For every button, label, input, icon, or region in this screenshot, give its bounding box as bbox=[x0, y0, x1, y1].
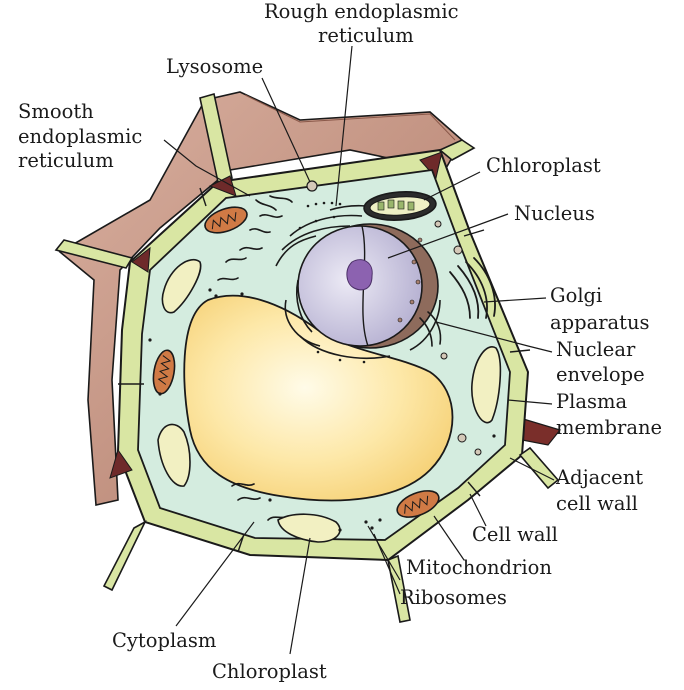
label-rough-er-line2: reticulum bbox=[318, 24, 414, 47]
label-golgi-line2: apparatus bbox=[550, 311, 650, 334]
plasmodesmata bbox=[118, 187, 531, 553]
chloroplast-bottom bbox=[277, 513, 341, 543]
chloroplast-left-lower bbox=[157, 423, 191, 487]
label-chloroplast-bottom: Chloroplast bbox=[212, 660, 327, 683]
label-smooth-er-line2: endoplasmic bbox=[18, 125, 142, 148]
label-plasma-membrane-line2: membrane bbox=[556, 416, 662, 439]
ribosomes bbox=[148, 288, 496, 532]
vesicles bbox=[434, 220, 482, 456]
nucleolus bbox=[346, 259, 373, 291]
label-ribosomes: Ribosomes bbox=[400, 586, 507, 609]
chloroplast-right bbox=[471, 346, 502, 424]
leader-lines bbox=[163, 45, 555, 655]
nuclear-envelope-tubules bbox=[419, 311, 442, 347]
chloroplast-top bbox=[363, 191, 437, 221]
label-adjacent-cell-wall-line2: cell wall bbox=[556, 492, 638, 515]
label-plasma-membrane-line1: Plasma bbox=[556, 390, 627, 413]
nucleus bbox=[297, 223, 439, 349]
label-nuclear-envelope-line2: envelope bbox=[556, 363, 645, 386]
middle-lamella bbox=[109, 151, 443, 479]
mitochondrion-bottom bbox=[396, 490, 440, 518]
lysosome bbox=[306, 180, 318, 192]
rough-er-ribosome-dots bbox=[298, 201, 366, 364]
label-lysosome: Lysosome bbox=[166, 55, 263, 78]
chloroplast-left-upper bbox=[161, 259, 202, 314]
labels: Rough endoplasmic reticulum Lysosome Smo… bbox=[18, 0, 662, 683]
mitochondrion-top bbox=[204, 206, 248, 234]
cell-wall-extensions bbox=[54, 92, 560, 623]
label-adjacent-cell-wall-line1: Adjacent bbox=[555, 466, 643, 489]
mitochondrion-left bbox=[152, 349, 176, 395]
smooth-endoplasmic-reticulum bbox=[217, 195, 293, 521]
label-cytoplasm: Cytoplasm bbox=[112, 629, 216, 652]
label-nuclear-envelope-line1: Nuclear bbox=[556, 338, 636, 361]
label-nucleus: Nucleus bbox=[514, 202, 595, 225]
label-rough-er-line1: Rough endoplasmic bbox=[264, 0, 459, 23]
golgi-apparatus bbox=[449, 257, 496, 319]
label-mitochondrion: Mitochondrion bbox=[406, 556, 552, 579]
label-cell-wall: Cell wall bbox=[472, 523, 558, 546]
label-smooth-er-line3: reticulum bbox=[18, 149, 114, 172]
label-smooth-er-line1: Smooth bbox=[18, 100, 94, 123]
label-chloroplast-top: Chloroplast bbox=[486, 154, 601, 177]
label-golgi-line1: Golgi bbox=[550, 284, 602, 307]
